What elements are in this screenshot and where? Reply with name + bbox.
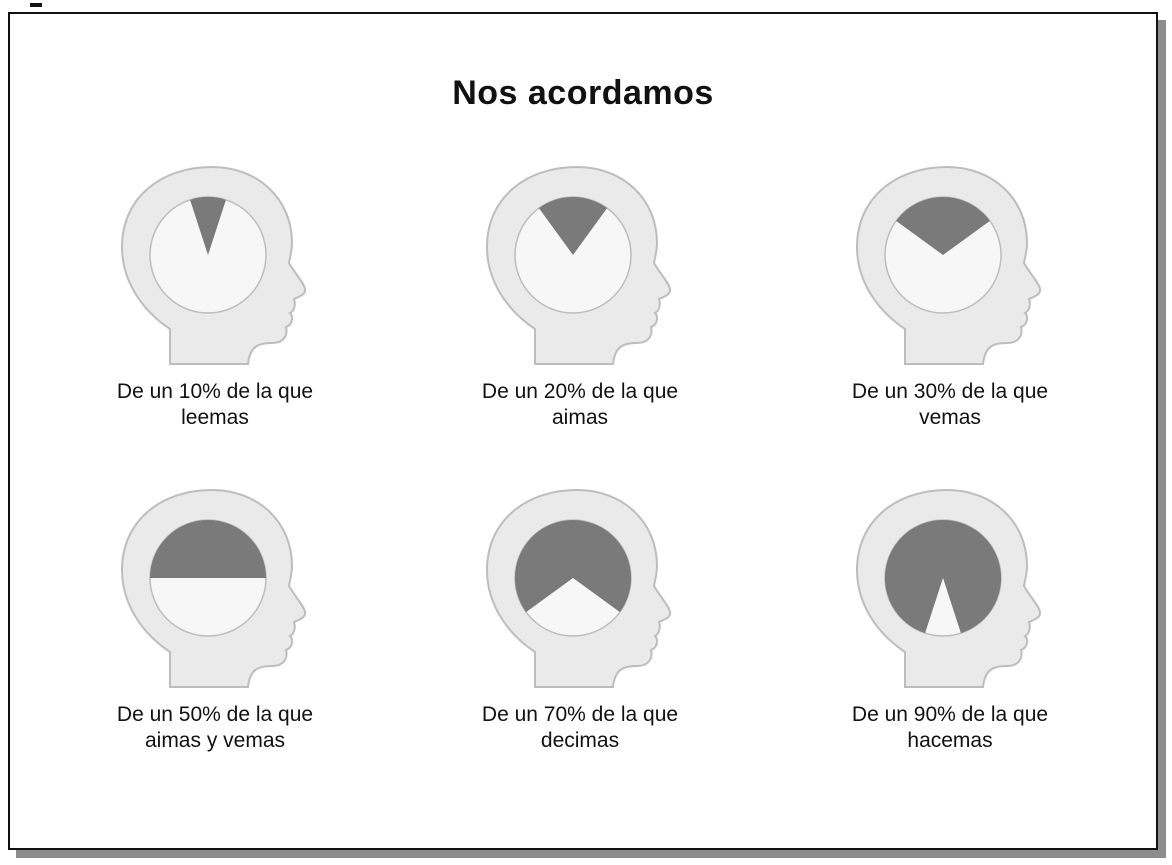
memory-wedge [150,520,266,578]
head-illustration [855,165,1042,365]
corner-mark [30,3,42,7]
memory-item-2: De un 20% de la que aimas [410,159,750,431]
memory-caption: De un 20% de la que aimas [481,380,679,429]
memory-item-5: De un 70% de la que decimas [410,482,750,754]
head-illustration [485,488,672,688]
memory-item-4: De un 50% de la que aimas y vemas [45,482,385,754]
memory-wedge [190,197,226,255]
memory-caption: De un 50% de la que aimas y vemas [116,703,314,752]
memory-item-6: De un 90% de la que hacemas [780,482,1120,754]
memory-wedge [515,519,631,613]
head-illustration [120,488,307,688]
head-illustration [120,165,307,365]
memory-item-3: De un 30% de la que vemas [780,159,1120,431]
memory-caption: De un 10% de la que leemas [116,380,314,429]
head-illustration [485,165,672,365]
memory-caption: De un 30% de la que vemas [851,380,1049,429]
memory-caption: De un 90% de la que hacemas [851,703,1049,752]
memory-wedge [538,197,608,255]
diagram-frame: Nos acordamos De un 10% de la que leemas… [8,12,1158,850]
memory-item-1: De un 10% de la que leemas [45,159,385,431]
diagram-title: Nos acordamos [452,74,714,112]
memory-wedge [885,519,1001,634]
memory-caption: De un 70% de la que decimas [481,703,679,752]
head-illustration [855,488,1042,688]
memory-wedge [896,197,990,255]
